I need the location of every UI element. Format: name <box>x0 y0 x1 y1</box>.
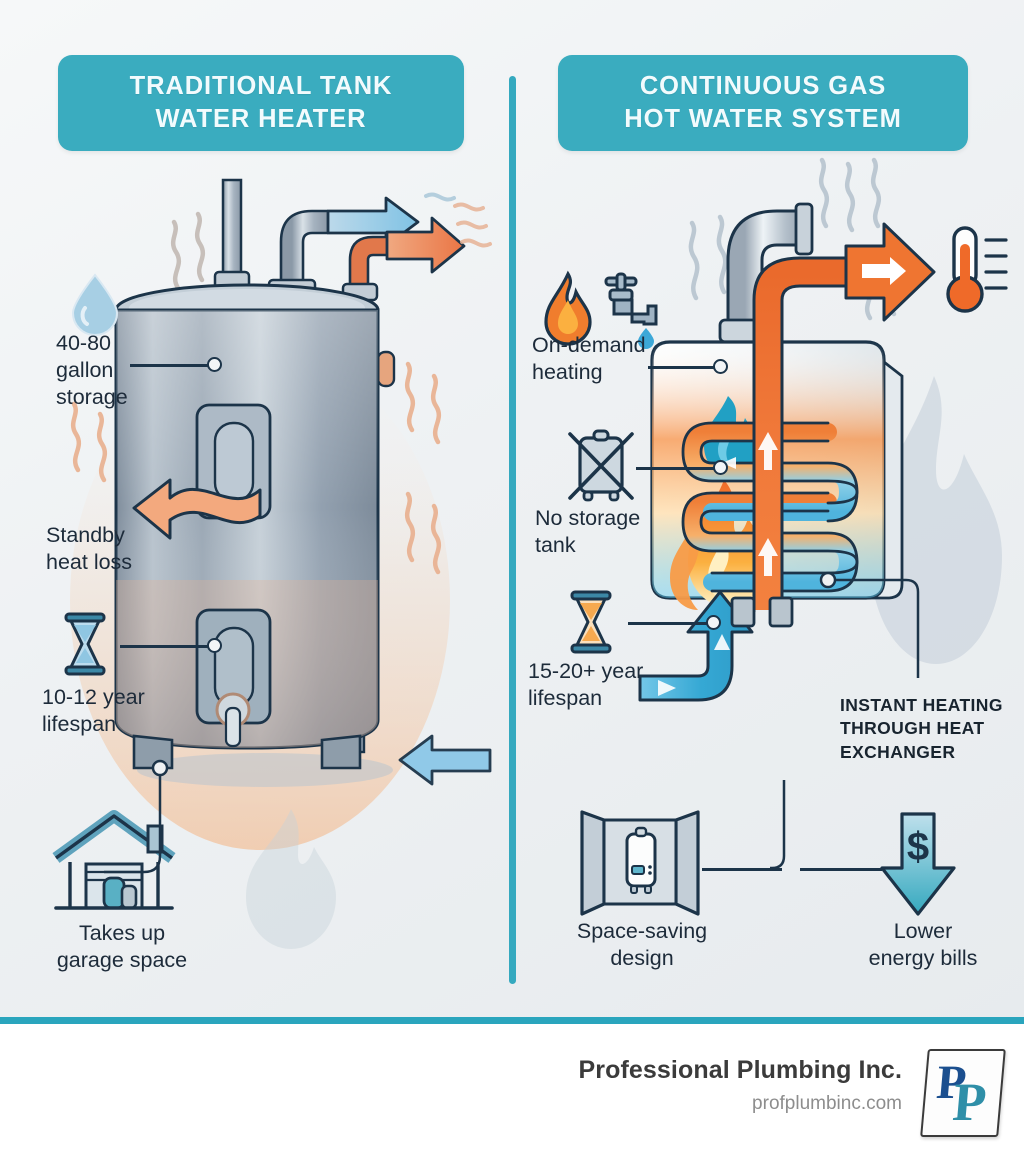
leader-dot-storage <box>207 357 222 372</box>
company-name: Professional Plumbing Inc. <box>578 1056 902 1084</box>
caption-lifespan-tank: 10-12 year lifespan <box>42 685 145 737</box>
logo-monogram-pp: P P <box>935 1056 989 1132</box>
background-flame-watermark-left <box>246 809 336 949</box>
flame-faucet-icon <box>544 270 658 349</box>
wall-cabinet-icon <box>580 810 700 916</box>
leader-line-lifespan-tankless <box>628 622 712 625</box>
water-drop-icon <box>71 273 119 336</box>
header-title-right: CONTINUOUS GAS HOT WATER SYSTEM <box>624 72 902 133</box>
svg-text:P: P <box>951 1072 989 1132</box>
leader-line-space-saving <box>702 868 782 871</box>
leader-line-lower-bills <box>800 868 882 871</box>
leader-line-space-saving-riser <box>770 780 786 870</box>
company-logo: P P <box>920 1049 1006 1137</box>
leader-line-lifespan-tank <box>120 645 214 648</box>
caption-lower-energy-bills: Lower energy bills <box>868 919 978 971</box>
leader-dot-lifespan-tankless <box>706 615 721 630</box>
caption-standby-heat-loss: Standby heat loss <box>46 523 133 575</box>
infographic-canvas: TRADITIONAL TANK WATER HEATER CONTINUOUS… <box>0 0 1024 1024</box>
svg-text:$: $ <box>907 825 929 869</box>
leader-dot-on-demand <box>713 359 728 374</box>
caption-space-saving: Space-saving design <box>576 919 708 971</box>
dollar-down-arrow-icon: $ <box>880 812 956 916</box>
leader-line-storage <box>130 364 214 367</box>
caption-on-demand-heating: On-demand heating <box>532 333 646 385</box>
header-title-left: TRADITIONAL TANK WATER HEATER <box>129 72 393 133</box>
column-divider <box>509 76 516 984</box>
header-banner-continuous-gas: CONTINUOUS GAS HOT WATER SYSTEM <box>558 55 968 151</box>
tank-water-heater-illustration <box>70 178 492 850</box>
hourglass-icon-right <box>570 590 612 654</box>
company-website[interactable]: profplumbinc.com <box>752 1093 902 1114</box>
heat-loss-arrow-icon <box>132 478 262 540</box>
leader-dot-lifespan-tank <box>207 638 222 653</box>
svg-text:P: P <box>935 1056 969 1109</box>
leader-line-no-tank <box>636 467 720 470</box>
tankless-heater-illustration <box>638 157 1008 702</box>
leader-line-on-demand <box>648 366 720 369</box>
caption-instant-heating: INSTANT HEATING THROUGH HEAT EXCHANGER <box>840 695 1003 762</box>
footer-branding: Professional Plumbing Inc. profplumbinc.… <box>0 1031 1024 1154</box>
hourglass-icon-left <box>64 612 106 676</box>
header-banner-traditional-tank: TRADITIONAL TANK WATER HEATER <box>58 55 464 151</box>
leader-dot-no-tank <box>713 460 728 475</box>
caption-storage: 40-80 gallon storage <box>56 331 128 410</box>
crossed-out-tank-icon <box>568 429 634 502</box>
leader-line-garage-space <box>104 759 169 874</box>
caption-no-storage-tank: No storage tank <box>535 506 641 558</box>
house-garage-icon <box>52 810 176 910</box>
caption-garage-space: Takes up garage space <box>56 921 188 973</box>
leader-line-heat-exchanger <box>819 571 920 678</box>
caption-lifespan-tankless: 15-20+ year lifespan <box>528 659 644 711</box>
